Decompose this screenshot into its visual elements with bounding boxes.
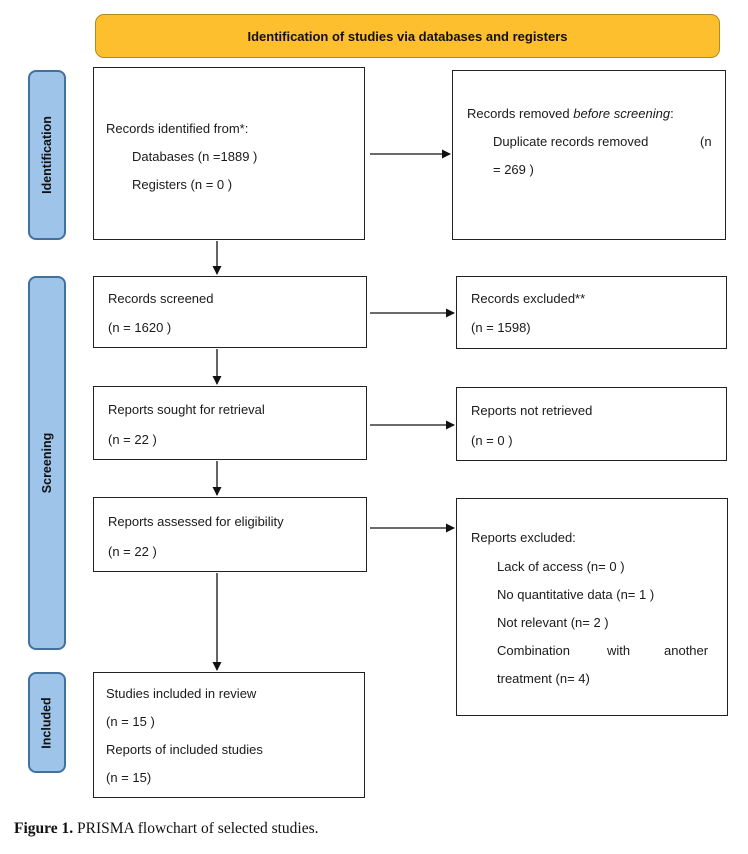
reason-another-word: another xyxy=(664,643,709,658)
not-retrieved-title: Reports not retrieved xyxy=(471,403,593,418)
removed-title-italic: before screening xyxy=(573,106,671,121)
sought-count: (n = 22 ) xyxy=(108,432,157,447)
box-reports-sought: Reports sought for retrieval (n = 22 ) xyxy=(93,386,367,460)
box-reports-assessed: Reports assessed for eligibility (n = 22… xyxy=(93,497,367,572)
box-records-removed: Records removed before screening: Duplic… xyxy=(452,70,726,240)
identified-databases: Databases (n =1889 ) xyxy=(132,149,258,164)
figure-caption: Figure 1. PRISMA flowchart of selected s… xyxy=(14,820,319,838)
included-studies-title: Studies included in review xyxy=(106,686,257,701)
caption-text: PRISMA flowchart of selected studies. xyxy=(73,820,319,837)
included-reports-title: Reports of included studies xyxy=(106,742,263,757)
box-records-excluded: Records excluded** (n = 1598) xyxy=(456,276,727,349)
screened-count: (n = 1620 ) xyxy=(108,320,172,335)
sought-title: Reports sought for retrieval xyxy=(108,402,265,417)
removed-duplicates-count: = 269 ) xyxy=(493,162,534,177)
removed-duplicates: Duplicate records removed xyxy=(493,134,649,149)
reason-item: Lack of access (n= 0 ) xyxy=(497,559,625,574)
removed-title-post: : xyxy=(670,106,674,121)
reason-combination-count: treatment (n= 4) xyxy=(497,671,590,686)
included-studies-count: (n = 15 ) xyxy=(106,714,155,729)
reports-excluded-title: Reports excluded: xyxy=(471,530,576,545)
box-studies-included: Studies included in review (n = 15 ) Rep… xyxy=(93,672,365,798)
reason-with-word: with xyxy=(607,643,631,658)
identified-title: Records identified from*: xyxy=(106,121,249,136)
box-reports-not-retrieved: Reports not retrieved (n = 0 ) xyxy=(456,387,727,461)
caption-label: Figure 1. xyxy=(14,820,74,837)
assessed-count: (n = 22 ) xyxy=(108,544,157,559)
box-records-screened: Records screened (n = 1620 ) xyxy=(93,276,367,348)
excluded-title: Records excluded** xyxy=(471,291,586,306)
phase-label-identification: Identification xyxy=(28,70,66,240)
removed-title: Records removed before screening: xyxy=(467,107,674,120)
phase-label-screening: Screening xyxy=(28,276,66,650)
box-reports-excluded: Reports excluded: Lack of access (n= 0 )… xyxy=(456,498,728,716)
reason-combination-word: Combination xyxy=(497,643,570,658)
screened-title: Records screened xyxy=(108,291,214,306)
not-retrieved-count: (n = 0 ) xyxy=(471,433,513,448)
phase-label-included: Included xyxy=(28,672,66,773)
identified-registers: Registers (n = 0 ) xyxy=(132,177,233,192)
removed-duplicates-n: (n xyxy=(700,134,712,149)
removed-title-pre: Records removed xyxy=(467,106,574,121)
header-identification: Identification of studies via databases … xyxy=(95,14,720,58)
header-title: Identification of studies via databases … xyxy=(247,28,568,44)
reason-item: Not relevant (n= 2 ) xyxy=(497,615,609,630)
box-records-identified: Records identified from*: Databases (n =… xyxy=(93,67,365,240)
reason-item: No quantitative data (n= 1 ) xyxy=(497,587,655,602)
included-reports-count: (n = 15) xyxy=(106,770,152,785)
assessed-title: Reports assessed for eligibility xyxy=(108,514,284,529)
excluded-count: (n = 1598) xyxy=(471,320,531,335)
